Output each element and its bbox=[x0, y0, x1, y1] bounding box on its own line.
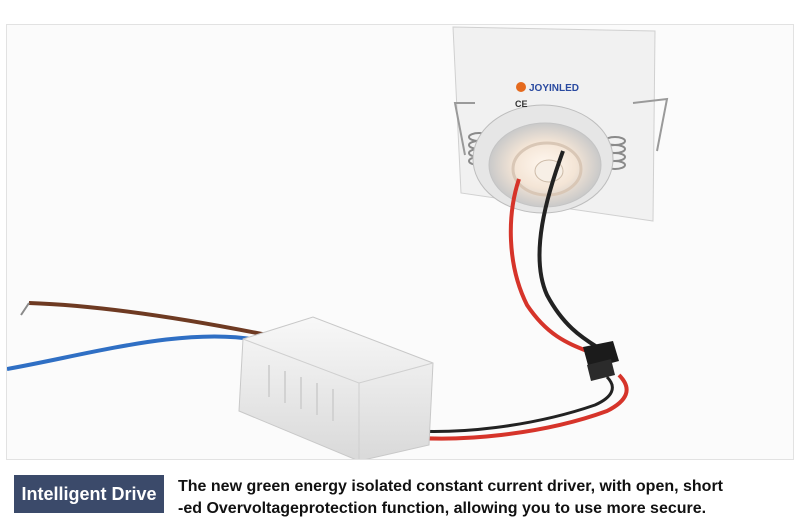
spring-clip-left bbox=[453, 102, 475, 156]
product-photo: JOYINLED CE bbox=[6, 24, 794, 460]
description-line-2: -ed Overvoltageprotection function, allo… bbox=[178, 500, 707, 517]
description-line-1: The new green energy isolated constant c… bbox=[178, 478, 723, 495]
caption-bar: Intelligent Drive The new green energy i… bbox=[0, 464, 800, 524]
feature-badge: Intelligent Drive bbox=[14, 475, 164, 513]
product-illustration: JOYINLED CE bbox=[7, 26, 669, 459]
bare-wire-end bbox=[20, 302, 30, 316]
lamp-wire-black bbox=[537, 150, 599, 349]
ce-mark: CE bbox=[515, 99, 528, 109]
wire-connector bbox=[583, 341, 619, 381]
driver-wire-black bbox=[388, 375, 614, 433]
downlight-fixture: JOYINLED CE bbox=[452, 26, 669, 222]
input-wire-brown bbox=[28, 301, 268, 337]
spring-clip-right bbox=[632, 97, 669, 152]
brand-logo-icon bbox=[516, 82, 526, 92]
lamp-wire-red bbox=[508, 178, 588, 353]
driver-vents bbox=[268, 365, 334, 421]
driver-wire-red bbox=[388, 373, 629, 441]
led-driver bbox=[238, 316, 434, 459]
feature-description: The new green energy isolated constant c… bbox=[178, 476, 790, 520]
driver-body bbox=[238, 316, 434, 459]
input-wire-blue bbox=[7, 334, 264, 371]
brand-logo: JOYINLED bbox=[529, 83, 579, 94]
